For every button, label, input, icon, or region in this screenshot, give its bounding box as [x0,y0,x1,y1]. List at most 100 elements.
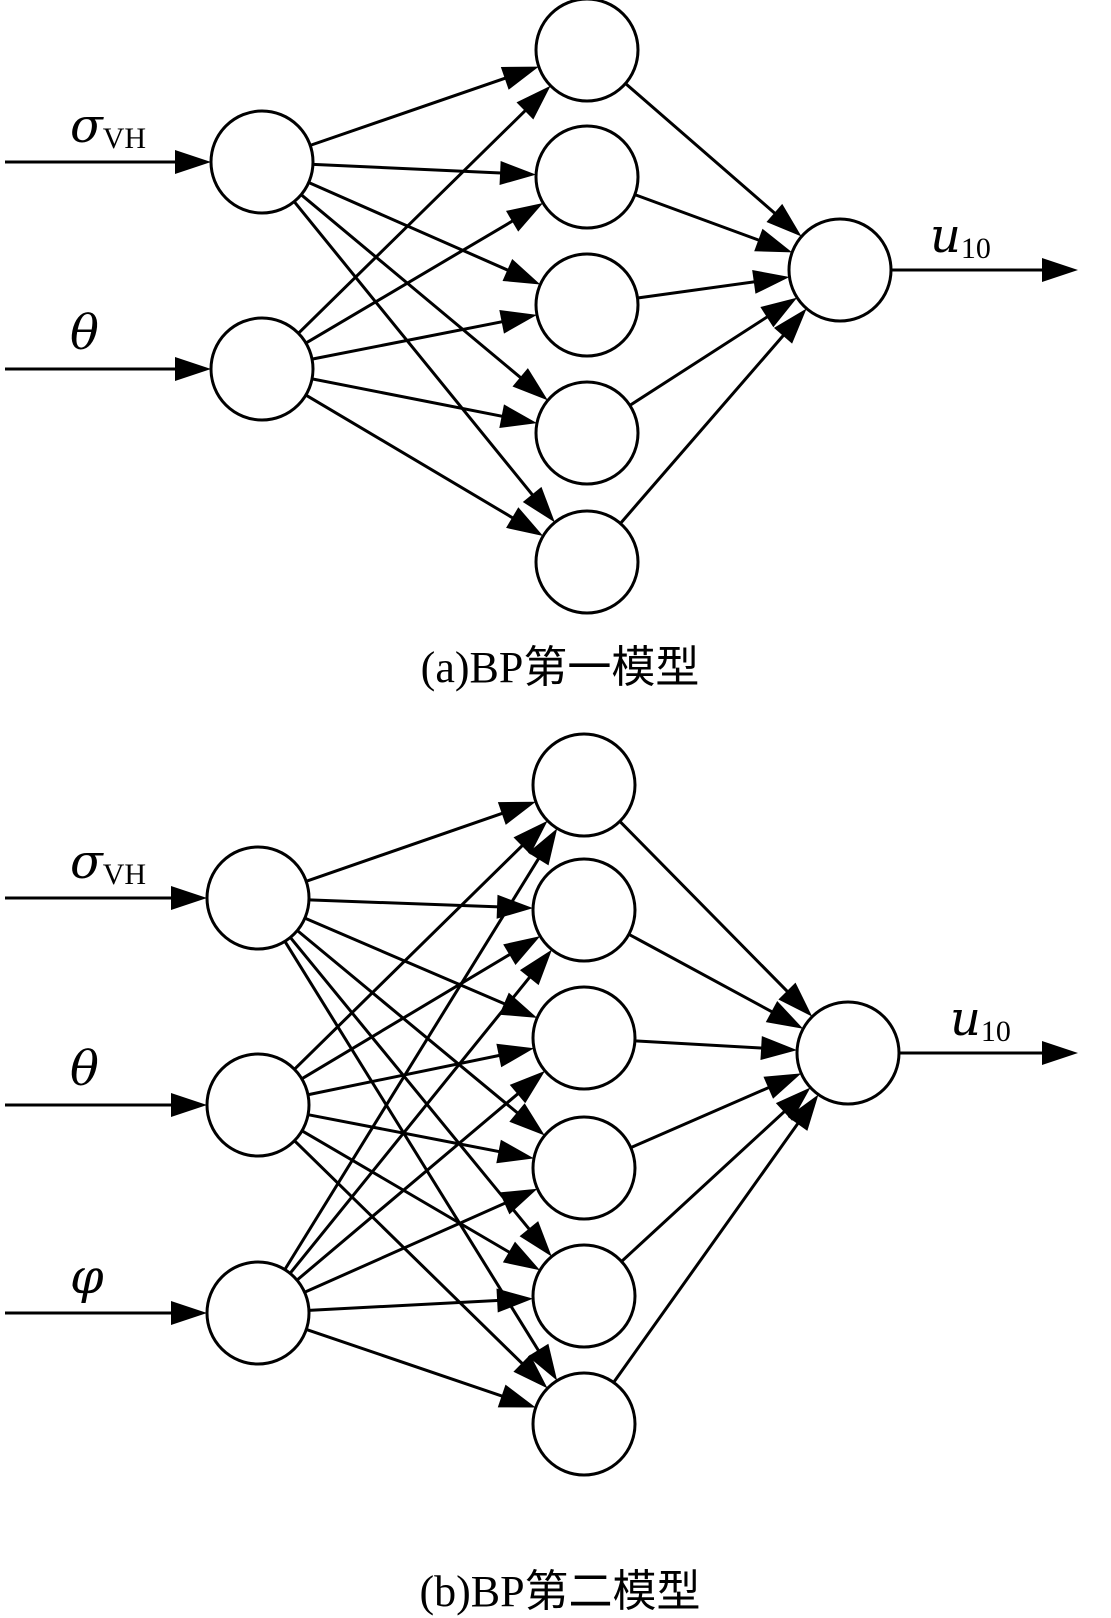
hidden-node-0 [534,0,640,103]
edge-in2-h0 [283,836,554,1271]
edge-in1-h1-arrowhead [503,936,541,965]
input-node-2 [205,1260,311,1366]
output-node [787,217,893,323]
edge-in0-h4-arrowhead [519,1221,552,1257]
edge-h3-out-arrowhead [760,297,798,328]
edge-h4-out [619,315,802,525]
hidden-node-1 [534,124,640,230]
bp-model-2-network: σVH θ φ u10 [5,732,1078,1477]
edge-in1-h3 [307,1113,525,1158]
edge-in1-h2 [311,315,528,361]
edge-in1-h1-arrowhead [505,202,544,232]
input-label-2: φ [70,1249,104,1305]
edge-in2-h2-arrowhead [509,1070,546,1104]
edge-in2-h5 [305,1328,527,1406]
edge-h1-out-arrowhead [754,228,793,253]
edge-in1-h0-arrowhead [516,85,551,120]
edge-in1-h3-arrowhead [496,1139,534,1164]
bp-model-1-network: σVH θ u10 [5,0,1078,615]
edge-in1-h1 [305,206,536,345]
edge-in0-h0 [309,68,530,147]
edge-in2-h1-arrowhead [519,949,552,986]
output-node [795,1000,901,1106]
edge-in0-h0-arrowhead [500,66,539,90]
edge-in0-h2-arrowhead [499,992,538,1018]
edge-in1-h4 [301,1129,533,1267]
hidden-node-2 [531,985,637,1091]
edge-in2-h2 [296,1076,539,1282]
edge-h2-out-arrowhead [752,270,790,294]
input-label-0: σVH [70,834,146,891]
input-label-1: θ [70,1041,99,1097]
edge-in1-h2-arrowhead [499,310,537,334]
edge-in2-h5-arrowhead [497,1384,536,1408]
edge-in2-h3-arrowhead [499,1188,538,1215]
hidden-node-0 [531,732,637,838]
caption-a: (a)BP第一模型 [421,643,700,692]
input-label-1: θ [70,305,99,361]
output-arrow-arrowhead [1042,258,1078,282]
edge-in2-h1 [288,956,547,1275]
edge-h4-out [620,1093,805,1263]
edge-in1-h0-arrowhead [513,820,548,855]
edge-in0-h5-arrowhead [527,1343,558,1381]
edge-in0-h0-arrowhead [497,801,536,825]
edge-in0-h0 [305,803,527,883]
edge-in0-h3 [296,929,538,1131]
edge-in0-h1 [308,898,524,910]
edge-in1-h5 [293,1139,542,1383]
edge-in0-h2 [304,916,529,1016]
edge-h1-out [628,932,796,1026]
edge-in2-h0-arrowhead [528,828,558,866]
hidden-node-3 [534,380,640,486]
edge-in0-h1-arrowhead [499,161,537,185]
output-label: u10 [950,991,1011,1048]
output-label: u10 [930,208,991,265]
edge-h4-out-arrowhead [775,1087,811,1121]
input-arrow-0-arrowhead [175,150,211,174]
edge-in1-h4-arrowhead [502,1241,540,1271]
hidden-node-1 [531,857,637,963]
edge-in2-h4 [308,1297,524,1312]
edge-h1-out-arrowhead [765,1001,804,1029]
edge-in0-h2 [308,181,532,282]
edge-in0-h4-arrowhead [522,486,555,523]
caption-b: (b)BP第二模型 [419,1567,700,1616]
edge-in0-h3-arrowhead [512,368,548,401]
input-arrow-0-arrowhead [171,886,207,910]
edge-in2-h4-arrowhead [496,1288,534,1313]
edge-in1-h0 [297,91,545,335]
edge-in0-h3 [300,193,542,396]
input-node-0 [205,845,311,951]
edge-h4-out-arrowhead [773,308,807,344]
edge-h2-out-arrowhead [760,1036,798,1061]
edge-h0-out-arrowhead [778,982,813,1017]
input-arrow-1-arrowhead [175,357,211,381]
edge-h0-out [624,82,795,232]
hidden-node-4 [534,509,640,615]
input-node-1 [209,316,315,422]
edge-h5-out [612,1101,814,1384]
edge-h0-out-arrowhead [766,203,802,237]
edge-in1-h3 [311,377,528,423]
edge-h3-out-arrowhead [763,1073,802,1099]
hidden-node-3 [531,1115,637,1221]
edge-h0-out [618,820,807,1011]
input-node-0 [209,109,315,215]
edge-h3-out [629,301,790,407]
hidden-node-4 [531,1243,637,1349]
edge-in1-h0 [293,826,542,1071]
edge-in1-h2 [307,1048,525,1097]
edge-in1-h2-arrowhead [496,1043,535,1068]
edge-in1-h4 [305,393,536,533]
edge-in0-h4 [292,200,550,516]
edge-in0-h1 [312,162,527,176]
edge-in1-h1 [300,940,533,1081]
edge-h3-out [630,1075,793,1150]
input-label-0: σVH [70,98,146,155]
input-node-1 [205,1052,311,1158]
input-arrow-2-arrowhead [171,1301,207,1325]
input-arrow-1-arrowhead [171,1093,207,1117]
edge-in2-h3 [303,1191,529,1294]
